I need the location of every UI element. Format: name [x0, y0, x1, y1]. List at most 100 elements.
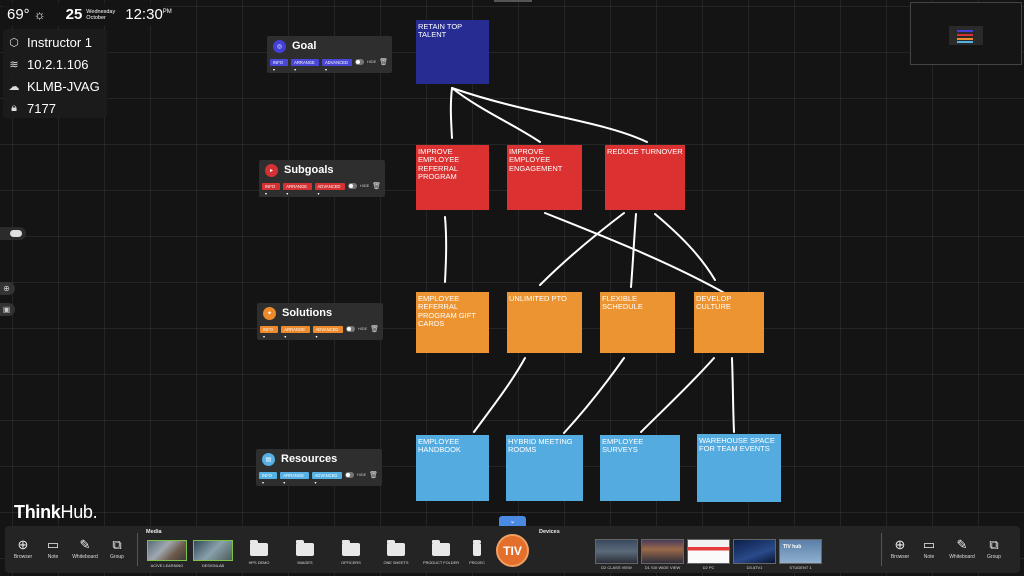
- device-item[interactable]: D3 ATV1: [733, 539, 776, 570]
- info-label: INFO: [265, 183, 276, 189]
- dock-collapse-button[interactable]: ⌄: [499, 516, 526, 526]
- group-icon: ⧉: [112, 537, 122, 552]
- advanced-button[interactable]: ADVANCED ▾: [311, 471, 342, 485]
- arrange-button[interactable]: ARRANGE ▾: [281, 325, 310, 339]
- solution-note[interactable]: DEVELOP CULTURE: [694, 292, 764, 353]
- group-icon: ⧉: [989, 537, 999, 552]
- category-name: Subgoals: [284, 164, 334, 176]
- tool-label: Group: [987, 554, 1001, 560]
- note-icon: ▭: [922, 537, 936, 552]
- hide-toggle[interactable]: [345, 326, 356, 332]
- device-thumbnail: [595, 539, 638, 564]
- advanced-button[interactable]: ADVANCED ▾: [321, 58, 352, 72]
- wifi-icon: ≋: [9, 58, 19, 71]
- device-thumbnail: TIV hub: [779, 539, 822, 564]
- device-item[interactable]: D2 CLASS VIEW: [595, 539, 638, 570]
- hide-toggle[interactable]: [347, 183, 358, 189]
- media-folder[interactable]: PROJEC: [466, 540, 488, 565]
- pin-code: 7177: [27, 100, 56, 116]
- group-tool[interactable]: ⧉ Group: [102, 537, 132, 560]
- solution-note[interactable]: UNLIMITED PTO: [507, 292, 582, 353]
- group-tool-right[interactable]: ⧉ Group: [979, 537, 1009, 560]
- globe-icon: ⊕: [3, 284, 10, 293]
- tool-label: Note: [47, 554, 59, 560]
- device-item[interactable]: TIV hub STUDENT 1: [779, 539, 822, 570]
- category-resources[interactable]: ▤ Resources INFO ▾ ARRANGE ▾ ADVANCED ▾ …: [256, 449, 382, 486]
- media-folder[interactable]: OFFICERS: [331, 540, 371, 565]
- subgoal-note[interactable]: REDUCE TURNOVER: [605, 145, 685, 210]
- info-button[interactable]: INFO ▾: [259, 471, 278, 485]
- trash-icon[interactable]: 🗑︎: [372, 183, 381, 190]
- side-toggle[interactable]: [0, 227, 26, 240]
- media-item[interactable]: DESIGNLAB: [193, 540, 233, 568]
- device-label: D3 ATV1: [746, 565, 763, 570]
- media-folder[interactable]: IMAGES: [285, 540, 325, 565]
- media-thumbnail: [193, 540, 233, 561]
- resource-note[interactable]: HYBRID MEETING ROOMS: [506, 435, 583, 501]
- resource-note[interactable]: WAREHOUSE SPACE FOR TEAM EVENTS: [697, 434, 781, 502]
- info-label: INFO: [262, 472, 273, 478]
- media-folder[interactable]: HPS DEMO: [239, 540, 279, 565]
- note-tool-right[interactable]: ▭ Note: [914, 537, 944, 560]
- device-label: D2 PC: [702, 565, 715, 570]
- tool-label: Group: [110, 554, 124, 560]
- screen-edge-button[interactable]: ▣: [0, 303, 15, 316]
- resource-note[interactable]: EMPLOYEE SURVEYS: [600, 435, 680, 501]
- trash-icon[interactable]: 🗑︎: [379, 59, 388, 66]
- media-item[interactable]: ACIVE LEARNING: [147, 540, 187, 568]
- clock-time: 12:30: [125, 6, 163, 23]
- folder-icon: [296, 540, 314, 556]
- subgoal-note[interactable]: IMPROVE EMPLOYEE ENGAGEMENT: [507, 145, 582, 210]
- clock-suffix: PM: [162, 9, 172, 15]
- media-section-label: Media: [146, 529, 162, 535]
- media-folder[interactable]: PRODUCT FOLDER: [421, 540, 461, 565]
- device-item[interactable]: D2 PC: [687, 539, 730, 570]
- dock-divider: [881, 533, 882, 566]
- category-subgoals[interactable]: ▸ Subgoals INFO ▾ ARRANGE ▾ ADVANCED ▾ H…: [259, 160, 385, 197]
- info-button[interactable]: INFO ▾: [260, 325, 279, 339]
- browser-tool[interactable]: ⊕ Browser: [8, 537, 38, 560]
- devices-section-label: Devices: [539, 529, 560, 535]
- note-tool[interactable]: ▭ Note: [38, 537, 68, 560]
- device-name: Instructor 1: [27, 34, 93, 50]
- solution-note[interactable]: EMPLOYEE REFERRAL PROGRAM GIFT CARDS: [416, 292, 489, 353]
- minimap-viewport[interactable]: [949, 26, 983, 45]
- globe-icon: ⊕: [17, 537, 29, 552]
- trash-icon[interactable]: 🗑︎: [369, 472, 378, 479]
- device-item[interactable]: D1 SIX WIDE VIEW: [641, 539, 684, 570]
- tiv-button[interactable]: TIV: [496, 534, 529, 567]
- category-solutions[interactable]: ✦ Solutions INFO ▾ ARRANGE ▾ ADVANCED ▾ …: [257, 303, 383, 340]
- solution-note[interactable]: FLEXIBLE SCHEDULE: [600, 292, 675, 353]
- pen-icon: ✎: [956, 537, 968, 552]
- subgoal-note[interactable]: IMPROVE EMPLOYEE REFERRAL PROGRAM: [416, 145, 489, 210]
- advanced-button[interactable]: ADVANCED ▾: [312, 325, 343, 339]
- info-button[interactable]: INFO ▾: [262, 182, 281, 196]
- hide-toggle[interactable]: [354, 59, 365, 65]
- tool-label: Browser: [890, 554, 910, 560]
- advanced-button[interactable]: ADVANCED ▾: [314, 182, 345, 196]
- arrange-label: ARRANGE: [286, 183, 308, 189]
- minimap[interactable]: [910, 2, 1022, 65]
- pin-row: 🔒︎ 7177: [7, 97, 103, 119]
- whiteboard-tool-right[interactable]: ✎ Whiteboard: [947, 537, 977, 560]
- device-name-row: ⬡ Instructor 1: [7, 31, 103, 53]
- media-folder[interactable]: ONE SHEETS: [376, 540, 416, 565]
- top-edge-indicator[interactable]: [494, 0, 532, 2]
- arrange-button[interactable]: ARRANGE ▾: [280, 471, 309, 485]
- globe-edge-button[interactable]: ⊕: [0, 282, 15, 295]
- arrange-button[interactable]: ARRANGE ▾: [291, 58, 319, 72]
- pen-icon: ✎: [79, 537, 91, 552]
- trash-icon[interactable]: 🗑︎: [370, 326, 379, 333]
- media-label: PRODUCT FOLDER: [422, 560, 460, 565]
- info-button[interactable]: INFO ▾: [270, 58, 289, 72]
- arrange-button[interactable]: ARRANGE ▾: [283, 182, 312, 196]
- browser-tool-right[interactable]: ⊕ Browser: [885, 537, 915, 560]
- tool-label: Whiteboard: [72, 554, 98, 560]
- whiteboard-tool[interactable]: ✎ Whiteboard: [70, 537, 100, 560]
- resource-note[interactable]: EMPLOYEE HANDBOOK: [416, 435, 489, 501]
- goal-note[interactable]: RETAIN TOP TALENT: [416, 20, 489, 84]
- hide-toggle[interactable]: [344, 472, 355, 478]
- advanced-label: ADVANCED: [317, 183, 341, 189]
- media-label: OFFICERS: [341, 560, 361, 565]
- category-goal[interactable]: ◎ Goal INFO ▾ ARRANGE ▾ ADVANCED ▾ HIDE …: [267, 36, 392, 73]
